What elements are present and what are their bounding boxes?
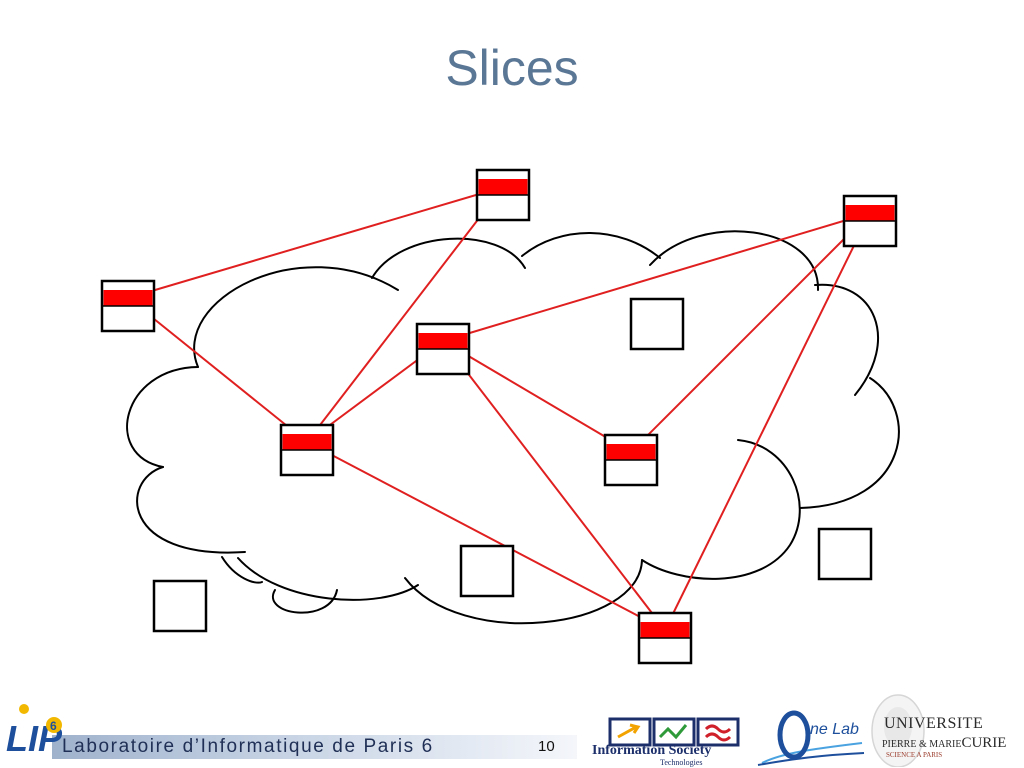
cloud-bottom-left-lobe [237,557,419,601]
ist-logo-square-2 [652,717,696,747]
slice-band [845,205,895,221]
slice-node-n3[interactable] [279,423,335,477]
onelab-logo-text: ne Lab [810,721,859,738]
node-box [152,579,208,633]
node-box [817,527,873,581]
network-nodes [100,168,898,665]
slice-link-n4-n5 [442,340,632,453]
cloud-right-lobe-1 [814,283,879,396]
slice-node-n2[interactable] [475,168,531,222]
slice-band [282,434,332,450]
slice-link-n6-n7 [664,212,871,631]
cloud-top-lobe-2 [521,232,661,259]
slide-footer: Laboratoire d’Informatique de Paris 6 10… [0,685,1024,768]
lab-name: Laboratoire d’Informatique de Paris 6 [62,736,434,757]
slice-node-n1[interactable] [100,279,156,333]
cloud-bottom-lobe [404,559,643,625]
slice-link-n1-n2 [127,186,504,299]
lip6-logo-badge [46,717,62,733]
slice-node-n7[interactable] [637,611,693,665]
cloud-top-lobe-1 [371,237,526,279]
cloud-left-upper-lobe [126,366,199,468]
plain-node-p2[interactable] [459,544,515,598]
slice-node-n5[interactable] [603,433,659,487]
information-society-logo [608,717,740,747]
slice-link-n3-n1 [127,297,308,443]
slice-band [418,333,468,349]
page-number: 10 [538,738,555,755]
plain-node-p4[interactable] [152,579,208,633]
cloud-right-lobe-2 [799,377,900,509]
slice-node-n4[interactable] [415,322,471,376]
lip6-logo-badge-text: 6 [50,719,57,733]
slice-links [127,186,871,631]
upmc-line2-small: PIERRE & MARIE [882,739,962,750]
onelab-logo-ring [777,710,811,760]
upmc-line2-big: CURIE [961,735,1007,751]
upmc-line3: SCIENCE A PARIS [886,751,943,759]
ist-logo-name: Information Society [592,743,712,758]
footer-bar [52,735,577,759]
cloud-top-lobe-3 [649,230,820,291]
cloud-left-lower-lobe [136,466,246,554]
ist-logo-arrow-icon [617,723,641,739]
ist-logo-ripple-icon [704,724,732,742]
lip6-logo: LIP 6 [6,704,63,759]
upmc-seal-inner [884,707,912,747]
onelab-logo [757,710,865,766]
ist-logo-subtitle: Technologies [660,758,703,767]
cloud-right-lower-lobe [641,439,801,580]
slice-band [478,179,528,195]
cloud-left-upper-arc [193,266,399,368]
slice-link-n4-n6 [442,212,871,342]
slice-band [103,290,153,306]
plain-node-p1[interactable] [629,297,685,351]
onelab-logo-swoosh-2 [757,752,865,766]
slice-node-n6[interactable] [842,194,898,248]
ist-logo-wave-icon [658,724,688,740]
ist-logo-square-3 [696,717,740,747]
slice-band [640,622,690,638]
node-box [629,297,685,351]
slice-link-n2-n3 [306,186,504,443]
lip6-logo-dot [19,704,29,714]
slice-link-n4-n7 [442,340,666,631]
slice-band [606,444,656,460]
slice-link-n5-n6 [630,212,871,453]
network-cloud [126,230,900,625]
node-box [459,544,515,598]
upmc-line1: UNIVERSITE [884,715,984,732]
upmc-line2: PIERRE & MARIECURIE [882,734,1006,752]
slide-title: Slices [445,40,579,96]
cloud-inner-curve [221,556,263,584]
cloud-small-bump [271,589,338,614]
plain-node-p3[interactable] [817,527,873,581]
slice-link-n3-n7 [306,441,666,631]
upmc-logo-seal [871,694,925,767]
